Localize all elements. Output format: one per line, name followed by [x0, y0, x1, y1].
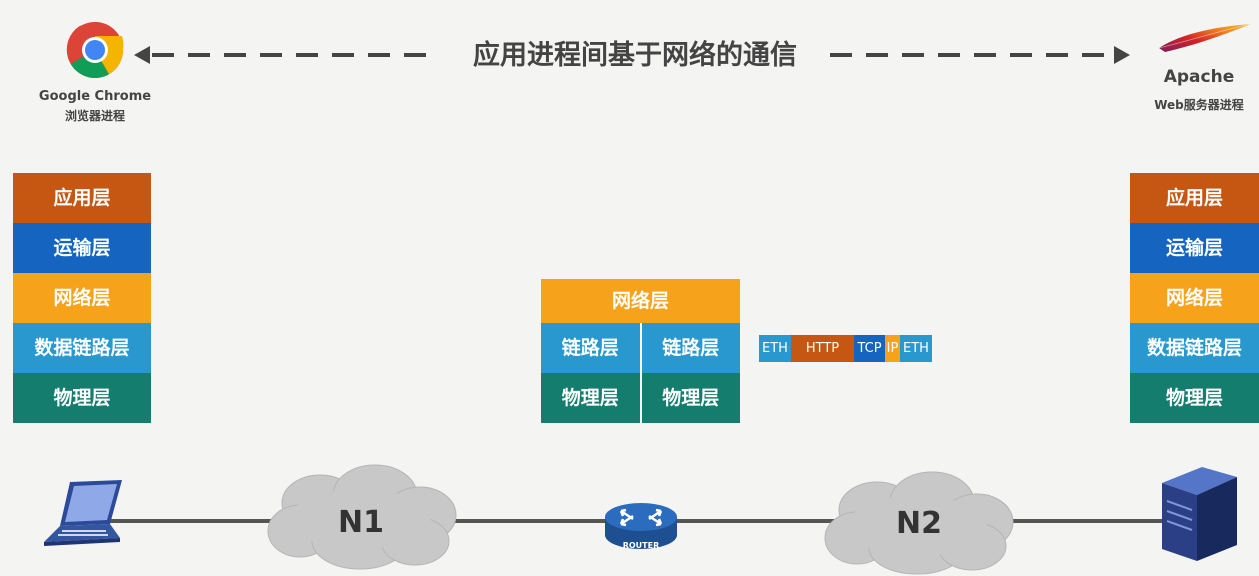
- router-icon: [605, 503, 677, 549]
- client-process: 浏览器进程: [64, 109, 125, 123]
- network-n2-label: N2: [896, 506, 942, 541]
- packet: ETH HTTP TCP IP ETH: [759, 335, 932, 362]
- packet-http: HTTP: [791, 335, 854, 362]
- router-layer-link-right: 链路层: [639, 323, 740, 373]
- laptop-icon: [44, 480, 122, 546]
- communication-arrow: [134, 46, 1130, 64]
- client-layer-network: 网络层: [13, 273, 151, 323]
- client-layer-application: 应用层: [13, 173, 151, 223]
- server-process: Web服务器进程: [1154, 98, 1244, 112]
- chrome-logo-icon: [66, 22, 124, 78]
- server-layer-application: 应用层: [1130, 173, 1259, 223]
- router-layer-phys-left: 物理层: [541, 373, 640, 423]
- server-protocol-stack: 应用层 运输层 网络层 数据链路层 物理层: [1130, 173, 1259, 423]
- packet-tcp: TCP: [854, 335, 885, 362]
- router-protocol-stack: 网络层 链路层 链路层 物理层 物理层: [541, 279, 740, 423]
- client-name: Google Chrome: [38, 89, 152, 104]
- network-n1-label: N1: [338, 505, 384, 540]
- router-layer-network: 网络层: [541, 279, 740, 323]
- packet-ip: IP: [885, 335, 900, 362]
- server-layer-network: 网络层: [1130, 273, 1259, 323]
- server-name: Apache: [1163, 67, 1235, 87]
- cloud-n2-icon: [824, 471, 1014, 575]
- diagram-title: 应用进程间基于网络的通信: [473, 40, 797, 71]
- router-layer-phys-right: 物理层: [639, 373, 740, 423]
- client-layer-transport: 运输层: [13, 223, 151, 273]
- router-label: ROUTER: [622, 541, 660, 550]
- packet-eth-trailer: ETH: [900, 335, 932, 362]
- cloud-n1-icon: [267, 464, 457, 570]
- client-layer-physical: 物理层: [13, 373, 151, 423]
- packet-eth-header: ETH: [759, 335, 791, 362]
- router-layer-link-left: 链路层: [541, 323, 640, 373]
- server-layer-physical: 物理层: [1130, 373, 1259, 423]
- server-icon: [1162, 467, 1237, 561]
- client-layer-datalink: 数据链路层: [13, 323, 151, 373]
- client-protocol-stack: 应用层 运输层 网络层 数据链路层 物理层: [13, 173, 151, 423]
- apache-feather-icon: [1158, 23, 1252, 52]
- server-layer-transport: 运输层: [1130, 223, 1259, 273]
- server-layer-datalink: 数据链路层: [1130, 323, 1259, 373]
